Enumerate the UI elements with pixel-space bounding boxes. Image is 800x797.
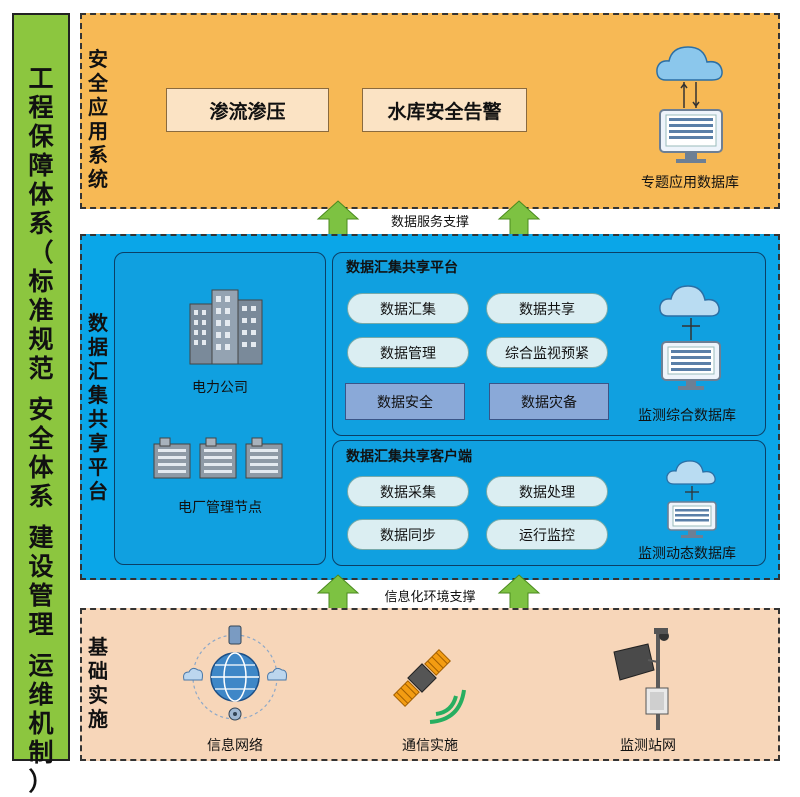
up-arrow-icon (316, 200, 360, 238)
title-char: 体 (28, 453, 54, 482)
app-seepage-box: 渗流渗压 (166, 88, 329, 132)
title-char: 系 (28, 209, 54, 238)
data-share-pill: 数据共享 (486, 293, 608, 324)
cloud-database-icon (659, 285, 721, 390)
monitor-alert-pill: 综合监视预紧 (486, 337, 608, 368)
box-label: 数据安全 (377, 394, 433, 411)
title-char: 保 (28, 122, 54, 151)
title-char: 用 (88, 119, 108, 143)
title-char: 据 (88, 335, 108, 359)
plant-node-label: 电厂管理节点 (178, 500, 262, 516)
bottom-layer-title: 基础实施 (86, 636, 110, 732)
pill-label: 数据汇集 (380, 301, 436, 318)
pill-label: 数据共享 (519, 301, 575, 318)
title-char: 系 (28, 482, 54, 511)
cloud-database-icon (656, 46, 723, 163)
cloud-database-icon (666, 460, 717, 538)
title-char: 理 (28, 610, 54, 639)
title-char: 实 (88, 683, 108, 707)
dynamic-db-label: 监测动态数据库 (638, 546, 736, 562)
app-reservoir-alarm-box: 水库安全告警 (362, 88, 527, 132)
data-acquire-pill: 数据采集 (347, 476, 469, 507)
title-char: 全 (88, 71, 108, 95)
up-arrow-icon (497, 200, 541, 238)
title-char: 准 (28, 296, 54, 325)
title-char: 工 (28, 64, 54, 93)
title-char: 系 (88, 143, 108, 167)
title-char: 运 (28, 651, 54, 680)
title-char: 施 (88, 707, 108, 731)
title-char: 统 (88, 167, 108, 191)
monitoring-station-icon (613, 628, 669, 730)
title-char: 共 (88, 407, 108, 431)
run-monitor-pill: 运行监控 (486, 519, 608, 550)
data-manage-pill: 数据管理 (347, 337, 469, 368)
app-seepage-label: 渗流渗压 (209, 100, 286, 123)
data-collect-pill: 数据汇集 (347, 293, 469, 324)
top-db-label: 专题应用数据库 (641, 175, 739, 191)
pill-label: 数据同步 (380, 527, 436, 544)
pill-label: 运行监控 (519, 527, 575, 544)
middle-layer-title: 数据汇集共享平台 (86, 312, 110, 504)
title-char: 汇 (88, 359, 108, 383)
title-char: 标 (28, 267, 54, 296)
sidebar-guarantee-system: 工程保障体系（标准规范安全体系建设管理运维机制） (12, 13, 70, 796)
sharing-platform-title: 数据汇集共享平台 (346, 260, 458, 276)
title-char: 台 (88, 479, 108, 503)
title-char: （ (28, 238, 54, 267)
satellite-icon (393, 649, 466, 724)
title-char: 建 (28, 523, 54, 552)
info-network-label: 信息网络 (207, 738, 263, 754)
title-char: 管 (28, 581, 54, 610)
title-char: 体 (28, 180, 54, 209)
title-char: 础 (88, 659, 108, 683)
up-arrow-icon (497, 574, 541, 612)
buildings-icon (189, 289, 263, 365)
pill-label: 综合监视预紧 (505, 345, 589, 362)
title-char: 机 (28, 709, 54, 738)
title-char: 基 (88, 635, 108, 659)
title-char: 应 (88, 95, 108, 119)
server-nodes-icon (153, 437, 283, 479)
communication-label: 通信实施 (402, 738, 458, 754)
title-char: 范 (28, 354, 54, 383)
title-char: 障 (28, 151, 54, 180)
title-char: 集 (88, 383, 108, 407)
data-sync-pill: 数据同步 (347, 519, 469, 550)
box-label: 数据灾备 (521, 394, 577, 411)
app-reservoir-alarm-label: 水库安全告警 (387, 100, 502, 123)
title-char: 制 (28, 738, 54, 767)
data-service-support-label: 数据服务支撑 (390, 215, 469, 230)
title-char: 全 (28, 424, 54, 453)
title-char: 程 (28, 93, 54, 122)
data-backup-box: 数据灾备 (489, 383, 609, 420)
globe-network-icon (183, 625, 287, 721)
station-network-label: 监测站网 (620, 738, 676, 754)
title-char: 平 (88, 455, 108, 479)
up-arrow-icon (316, 574, 360, 612)
pill-label: 数据处理 (519, 484, 575, 501)
sharing-client-title: 数据汇集共享客户端 (346, 449, 472, 465)
sidebar-title: 工程保障体系（标准规范安全体系建设管理运维机制） (14, 64, 68, 797)
title-char: 维 (28, 680, 54, 709)
title-char: 规 (28, 325, 54, 354)
comprehensive-db-label: 监测综合数据库 (638, 408, 736, 424)
power-company-label: 电力公司 (192, 380, 248, 396)
title-char: 享 (88, 431, 108, 455)
title-char: ） (28, 767, 54, 796)
title-char: 安 (88, 47, 108, 71)
data-process-pill: 数据处理 (486, 476, 608, 507)
infra-support-label: 信息化环境支撑 (384, 590, 476, 605)
pill-label: 数据采集 (380, 484, 436, 501)
title-char: 数 (88, 311, 108, 335)
top-layer-title: 安全应用系统 (86, 48, 110, 192)
data-security-box: 数据安全 (345, 383, 465, 420)
title-char: 安 (28, 395, 54, 424)
title-char: 设 (28, 552, 54, 581)
pill-label: 数据管理 (380, 345, 436, 362)
